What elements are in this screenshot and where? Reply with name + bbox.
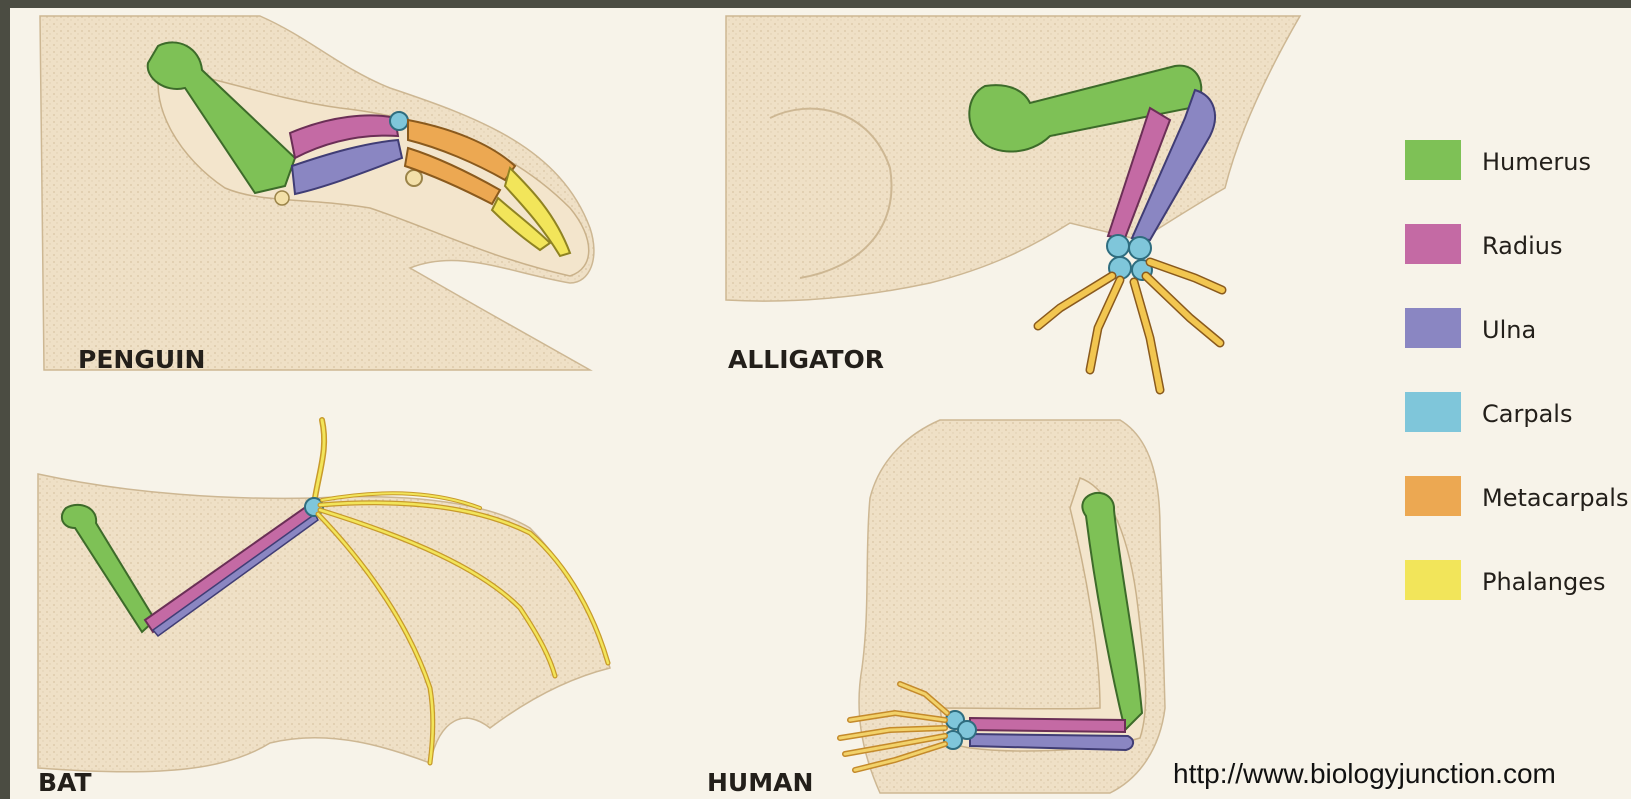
legend-swatch-radius — [1405, 224, 1461, 264]
source-url-link[interactable]: http://www.biologyjunction.com — [1173, 758, 1556, 790]
legend-swatch-ulna — [1405, 308, 1461, 348]
penguin-illustration — [40, 16, 594, 370]
figure-canvas: PENGUIN ALLIGATOR BAT HUMAN Humerus Radi… — [10, 8, 1631, 799]
alligator-body — [726, 16, 1300, 301]
penguin-carpal — [390, 112, 408, 130]
legend-label-humerus: Humerus — [1482, 148, 1591, 176]
legend-swatch-phalanges — [1405, 560, 1461, 600]
bat-label: BAT — [38, 768, 92, 797]
penguin-label: PENGUIN — [78, 345, 205, 374]
alligator-label: ALLIGATOR — [728, 345, 884, 374]
penguin-carpal — [406, 170, 422, 186]
bat-illustration — [38, 420, 610, 772]
legend-label-metacarpals: Metacarpals — [1482, 484, 1628, 512]
legend-swatch-metacarpals — [1405, 476, 1461, 516]
legend-label-carpals: Carpals — [1482, 400, 1572, 428]
legend-swatch-humerus — [1405, 140, 1461, 180]
legend-label-phalanges: Phalanges — [1482, 568, 1605, 596]
human-label: HUMAN — [707, 768, 813, 797]
human-illustration — [840, 420, 1165, 793]
legend-swatch-carpals — [1405, 392, 1461, 432]
human-radius — [970, 718, 1125, 732]
human-ulna — [970, 734, 1133, 750]
legend-label-radius: Radius — [1482, 232, 1562, 260]
homologous-limbs-illustration — [10, 8, 1631, 799]
alligator-illustration — [726, 16, 1300, 390]
legend-label-ulna: Ulna — [1482, 316, 1536, 344]
penguin-sesamoid — [275, 191, 289, 205]
alligator-digits — [1038, 262, 1222, 390]
